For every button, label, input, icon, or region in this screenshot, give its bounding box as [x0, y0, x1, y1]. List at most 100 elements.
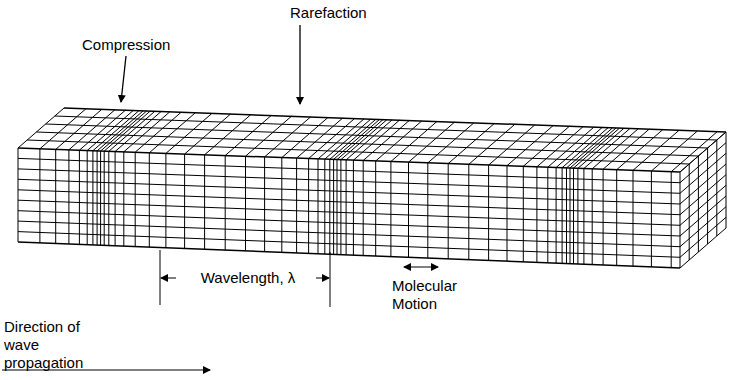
grid-line — [680, 185, 726, 225]
grid-line — [566, 168, 567, 264]
grid-line — [363, 161, 364, 256]
grid-line — [584, 129, 630, 169]
grid-line — [680, 217, 726, 257]
grid-line — [108, 151, 109, 245]
grid-line — [104, 151, 105, 245]
grid-line — [334, 119, 380, 159]
grid-line — [340, 160, 341, 255]
grid-line — [205, 115, 251, 155]
grid-line — [547, 167, 548, 263]
grid-line — [79, 110, 125, 150]
grid-line — [346, 160, 347, 255]
grid-line — [18, 148, 19, 242]
grid-line — [562, 168, 563, 264]
grid-line — [101, 111, 147, 151]
diagram-label: Direction of wave propagation — [4, 318, 114, 372]
grid-line — [523, 126, 569, 166]
grid-line — [18, 221, 680, 247]
grid-line — [570, 168, 571, 264]
grid-line — [318, 159, 319, 254]
grid-line — [448, 124, 494, 164]
grid-line — [689, 164, 690, 260]
grid-line — [680, 143, 726, 183]
grid-line — [18, 211, 680, 236]
motion-arrow — [404, 267, 438, 268]
grid-line — [592, 129, 638, 169]
grid-line — [264, 157, 265, 252]
grid-line — [469, 124, 515, 164]
grid-line — [324, 159, 325, 254]
grid-line — [507, 166, 508, 262]
grid-line — [548, 127, 594, 167]
grid-line — [671, 172, 672, 268]
grid-line — [97, 151, 98, 245]
grid-line — [680, 164, 726, 204]
grid-line — [716, 140, 717, 236]
grid-line — [166, 113, 212, 153]
grid-line — [353, 160, 354, 255]
grid-line — [333, 159, 334, 254]
grid-line — [330, 119, 376, 159]
grid-line — [671, 132, 717, 172]
grid-line — [115, 112, 161, 152]
grid-line — [617, 130, 663, 170]
grid-line — [726, 132, 727, 228]
grid-line — [68, 150, 69, 244]
grid-line — [18, 200, 680, 225]
grid-line — [680, 228, 726, 268]
grid-line — [185, 114, 231, 154]
wavelength-tick — [330, 252, 331, 307]
grid-line — [391, 122, 437, 162]
rarefaction-arrow — [299, 25, 300, 104]
grid-line — [428, 123, 474, 163]
grid-line — [633, 170, 634, 266]
grid-line — [616, 170, 617, 266]
grid-line — [409, 122, 455, 162]
diagram-label: Compression — [82, 36, 192, 54]
grid-line — [18, 232, 680, 258]
grid-line — [246, 116, 292, 156]
grid-line — [100, 151, 101, 245]
grid-line — [570, 128, 616, 168]
grid-line — [18, 158, 680, 182]
grid-line — [698, 156, 699, 252]
grid-line — [707, 148, 708, 244]
grid-line — [680, 172, 681, 268]
grid-line — [680, 132, 726, 172]
grid-line — [87, 111, 133, 151]
grid-line — [337, 160, 338, 255]
grid-line — [427, 163, 428, 258]
grid-line — [488, 165, 489, 260]
grid-line — [341, 120, 387, 160]
wavelength-arrow — [316, 278, 329, 279]
compression-arrow — [121, 56, 126, 102]
grid-line — [651, 171, 652, 267]
grid-line — [577, 168, 578, 264]
grid-line — [536, 167, 537, 263]
grid-line — [245, 156, 246, 251]
grid-line — [603, 129, 649, 169]
grid-line — [18, 190, 680, 215]
grid-line — [337, 120, 383, 160]
grid-line — [592, 169, 593, 265]
grid-line — [265, 117, 311, 157]
grid-line — [87, 151, 88, 245]
diagram-label: Molecular Motion — [392, 277, 472, 313]
grid-line — [408, 162, 409, 257]
grid-line — [633, 130, 679, 170]
grid-line — [296, 158, 297, 253]
grid-line — [507, 126, 553, 166]
grid-line — [680, 153, 726, 193]
grid-line — [573, 168, 574, 264]
grid-line — [346, 120, 392, 160]
grid-line — [578, 128, 624, 168]
grid-line — [308, 159, 309, 254]
diagram-label: Wavelength, λ — [182, 269, 314, 287]
grid-line — [55, 149, 56, 243]
grid-line — [390, 162, 391, 257]
grid-line — [225, 116, 271, 156]
diagram-label: Rarefaction — [290, 4, 400, 22]
grid-line — [123, 152, 124, 246]
grid-line — [448, 164, 449, 259]
grid-line — [583, 169, 584, 265]
